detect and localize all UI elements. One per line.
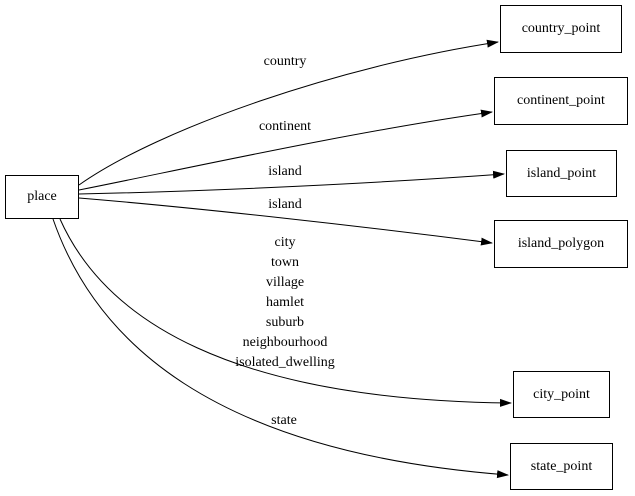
edge-label-city-list: city town village hamlet suburb neighbou… [235, 235, 335, 370]
edge-label-country: country [263, 54, 307, 69]
edge-place-continent_point [78, 109, 493, 191]
edge-label-island-point: island [268, 164, 302, 179]
edge-place-state_point [52, 218, 509, 479]
node-continent-point-label: continent_point [517, 93, 605, 108]
node-state-point: state_point [510, 443, 613, 490]
node-continent-point: continent_point [494, 77, 628, 125]
edge-place-island_polygon [78, 197, 493, 246]
edge-label-island-polygon: island [268, 197, 302, 212]
node-city-point-label: city_point [533, 386, 590, 402]
node-city-point: city_point [513, 371, 610, 418]
node-island-polygon: island_polygon [494, 220, 628, 268]
node-island-polygon-label: island_polygon [517, 236, 605, 251]
edge-label-state: state [271, 413, 297, 428]
node-state-point-label: state_point [530, 458, 593, 474]
node-country-point-label: country_point [521, 21, 601, 36]
node-island-point: island_point [506, 150, 617, 197]
edge-label-continent: continent [258, 119, 312, 134]
edge-place-city_point [59, 218, 512, 407]
node-country-point: country_point [500, 5, 622, 53]
edge-place-island_point [78, 170, 505, 195]
node-place: place [5, 175, 79, 219]
node-place-label: place [27, 189, 57, 204]
edge-place-country_point [78, 39, 499, 186]
node-island-point-label: island_point [526, 165, 597, 181]
